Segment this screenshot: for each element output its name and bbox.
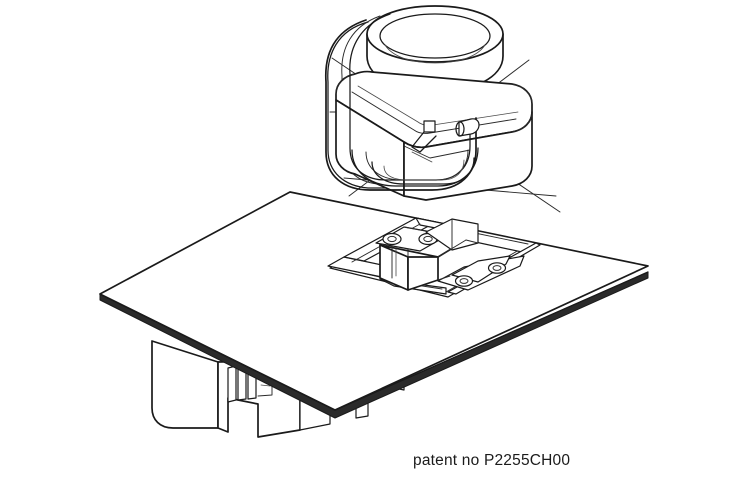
- locating-pin: [455, 118, 480, 137]
- knob-lower-opening: [371, 157, 475, 185]
- square-tab: [423, 120, 436, 133]
- mounting-panel-assembly: [99, 191, 649, 438]
- bracket-rear-pad: [425, 218, 479, 251]
- patent-caption: patent no P2255CH00: [413, 452, 571, 469]
- screw-hole-4: [487, 262, 507, 274]
- latch-mechanism: [327, 217, 541, 295]
- knob-shroud-body: [335, 70, 533, 201]
- cylinder-bore: [379, 13, 491, 59]
- screw-hole-3: [454, 275, 474, 287]
- cylinder-top-rim: [366, 5, 504, 63]
- lower-fastener-strap: [437, 255, 525, 291]
- screw-hole-1: [382, 232, 402, 246]
- knob-internal-details: [403, 118, 480, 163]
- knob-cap-assembly: [324, 5, 533, 201]
